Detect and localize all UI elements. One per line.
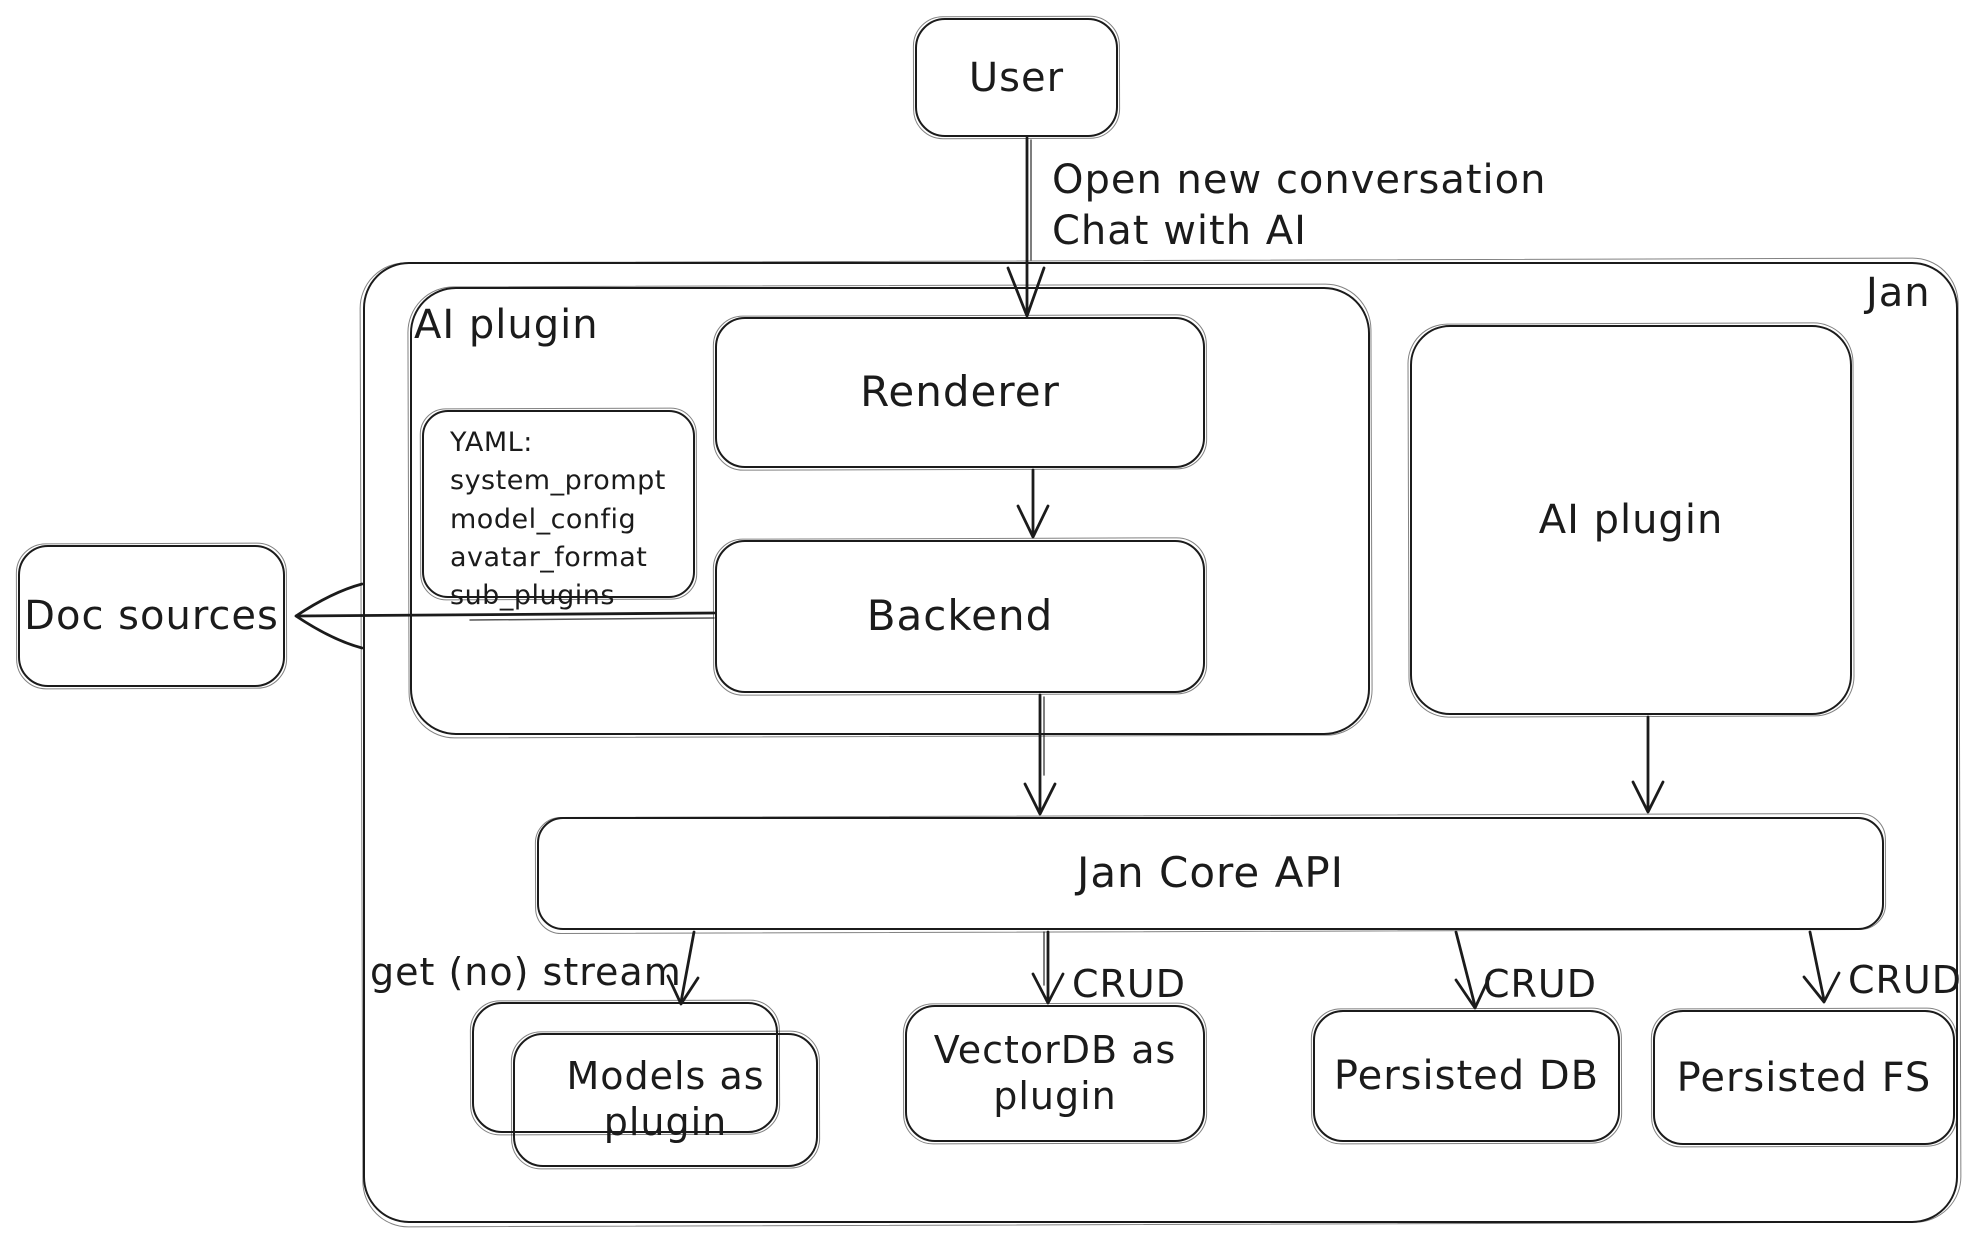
edge-label-crud-persisteddb: CRUD <box>1483 962 1598 1006</box>
node-renderer: Renderer <box>715 317 1205 468</box>
node-persisted-db-label: Persisted DB <box>1333 1053 1600 1099</box>
node-persisted-fs-label: Persisted FS <box>1676 1054 1932 1101</box>
container-jan <box>363 262 1958 1223</box>
node-doc-sources-label: Doc sources <box>24 593 279 639</box>
node-yaml-note: YAML: system_prompt model_config avatar_… <box>422 410 695 611</box>
container-jan-label: Jan <box>1866 270 1931 316</box>
edge-label-crud-persistedfs: CRUD <box>1848 958 1963 1002</box>
node-persisted-fs: Persisted FS <box>1653 1010 1955 1145</box>
node-renderer-label: Renderer <box>860 367 1060 417</box>
node-user: User <box>915 18 1118 137</box>
yaml-note-line: sub_plugins <box>450 580 615 612</box>
node-ai-plugin-label: AI plugin <box>1538 497 1724 543</box>
node-backend-label: Backend <box>866 591 1054 641</box>
node-ai-plugin: AI plugin <box>1410 325 1852 715</box>
node-persisted-db: Persisted DB <box>1313 1010 1620 1142</box>
edge-label-crud-vectordb: CRUD <box>1072 962 1187 1006</box>
node-backend: Backend <box>715 540 1205 693</box>
yaml-note-line: system_prompt <box>450 465 666 497</box>
node-jan-core-api-label: Jan Core API <box>1076 848 1345 898</box>
node-vectordb: VectorDB as plugin <box>905 1005 1205 1142</box>
yaml-note-line: avatar_format <box>450 541 648 573</box>
edge-label-user-flow: Open new conversation Chat with AI <box>1052 157 1547 255</box>
node-models-label: Models as plugin <box>566 1054 765 1144</box>
node-doc-sources: Doc sources <box>18 545 285 687</box>
yaml-note-line: model_config <box>450 503 637 535</box>
node-jan-core-api: Jan Core API <box>537 817 1884 930</box>
arrowhead-backend-to-docsources <box>294 582 364 650</box>
container-ai-plugin-label: AI plugin <box>414 302 599 348</box>
node-vectordb-label: VectorDB as plugin <box>933 1027 1177 1118</box>
container-ai-plugin <box>410 287 1370 735</box>
node-user-label: User <box>968 54 1065 101</box>
node-models: Models as plugin <box>513 1033 818 1167</box>
edge-label-get-stream: get (no) stream <box>370 950 682 994</box>
yaml-note-title: YAML: <box>450 427 533 458</box>
